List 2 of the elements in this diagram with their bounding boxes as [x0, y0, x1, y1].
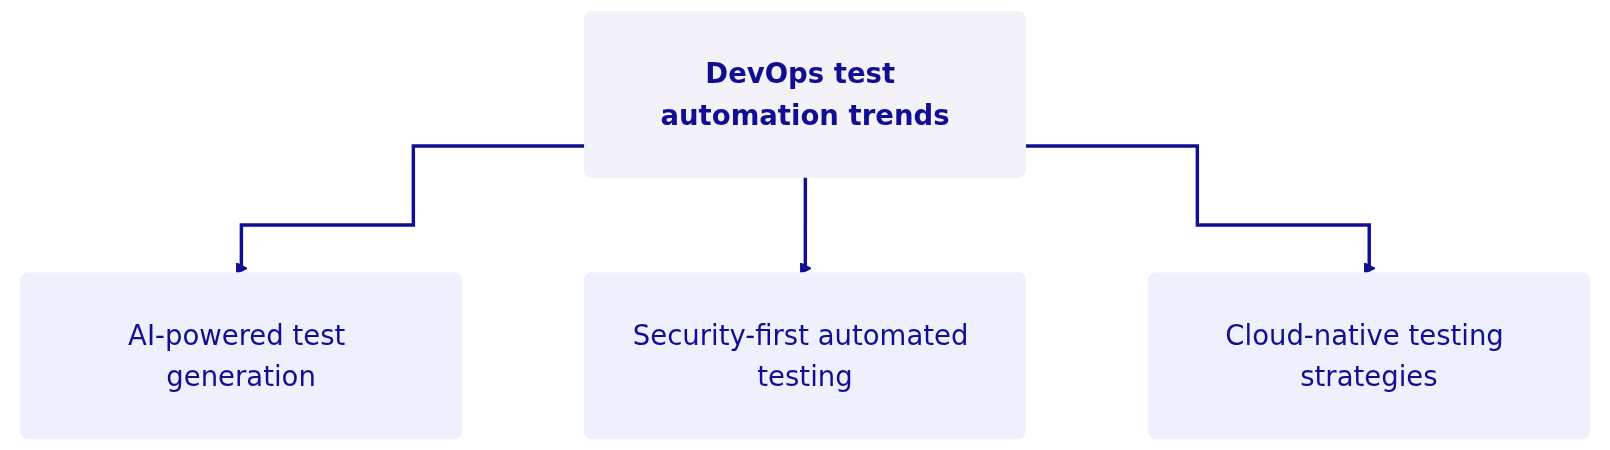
arrow — [1025, 144, 1376, 275]
arrow — [799, 175, 812, 275]
